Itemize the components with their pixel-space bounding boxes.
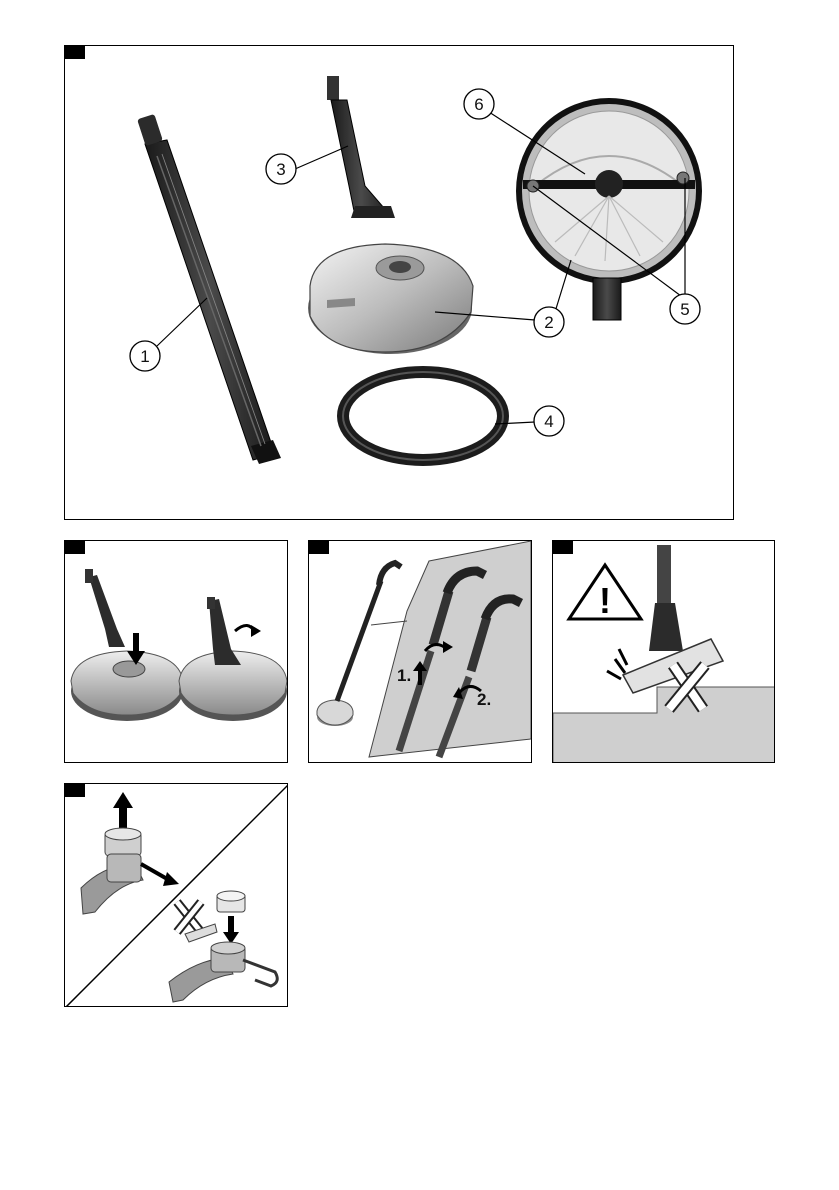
figure-attach-adapter — [64, 540, 288, 763]
callout-6: 6 — [464, 89, 494, 119]
seal-ring-icon — [343, 372, 503, 460]
edge-warning-illustration: ! — [553, 541, 775, 763]
figure-edge-warning: ! — [552, 540, 775, 763]
svg-text:1: 1 — [140, 347, 149, 366]
figure-nozzle-replacement — [64, 783, 288, 1007]
extension-tube-icon — [137, 114, 281, 464]
arrow-right-icon — [141, 864, 179, 886]
svg-text:6: 6 — [474, 95, 483, 114]
arrow-down-icon — [223, 916, 239, 944]
figure-assembly-handle: 1. 2. — [308, 540, 532, 763]
callout-5: 5 — [670, 294, 700, 324]
surface-cleaner-cover-icon — [308, 244, 473, 354]
rotate-arrow-icon — [235, 625, 261, 637]
callout-3: 3 — [266, 154, 296, 184]
callout-4: 4 — [534, 406, 564, 436]
arrow-up-icon — [113, 792, 133, 830]
figure-parts-overview: 1 2 3 4 5 6 — [64, 45, 734, 520]
step-1-label: 1. — [397, 666, 411, 685]
svg-text:!: ! — [599, 580, 611, 621]
assembly-illustration: 1. 2. — [309, 541, 532, 763]
attach-adapter-illustration — [65, 541, 288, 763]
callout-2: 2 — [534, 307, 564, 337]
svg-text:3: 3 — [276, 160, 285, 179]
nozzle-replacement-illustration — [65, 784, 288, 1007]
step-2-label: 2. — [477, 690, 491, 709]
callout-1: 1 — [130, 341, 160, 371]
svg-text:5: 5 — [680, 300, 689, 319]
parts-illustration: 1 2 3 4 5 6 — [65, 46, 734, 520]
svg-text:2: 2 — [544, 313, 553, 332]
surface-cleaner-bottom-icon — [519, 101, 699, 320]
svg-text:4: 4 — [544, 412, 553, 431]
adapter-icon — [327, 76, 395, 218]
warning-triangle-icon: ! — [569, 565, 641, 621]
cross-mark-icon — [177, 902, 201, 932]
